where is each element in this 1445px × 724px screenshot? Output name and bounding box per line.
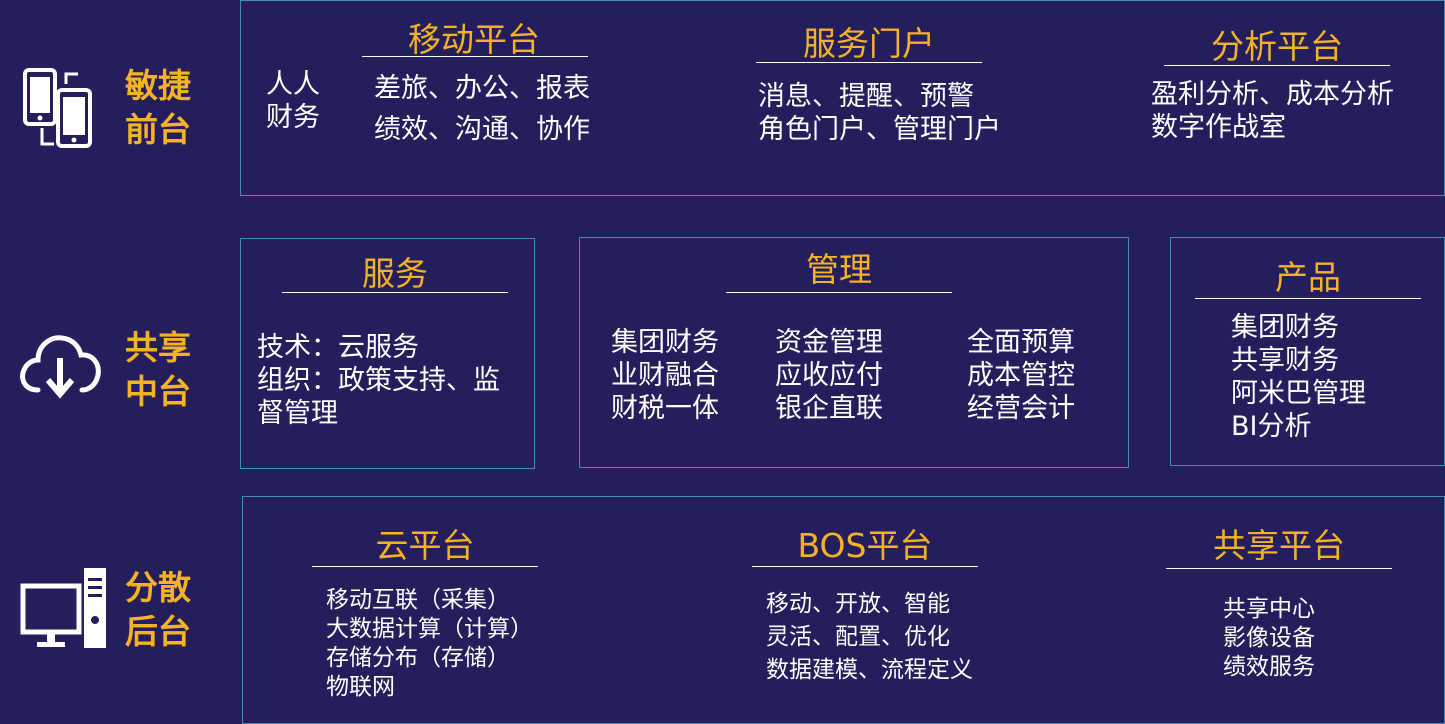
- cloud-platform-items: 移动互联（采集） 大数据计算（计算） 存储分布（存储） 物联网: [326, 587, 533, 700]
- service-portal-title: 服务门户: [803, 24, 935, 63]
- desktop-computer-icon: [20, 566, 110, 656]
- service-portal-items: 消息、提醒、预警 角色门户、管理门户: [758, 81, 1001, 145]
- service-portal-underline: [756, 62, 982, 63]
- analysis-platform-title: 分析平台: [1211, 27, 1343, 66]
- mobile-platform-left: 人人 财务: [266, 69, 320, 133]
- bos-platform-items: 移动、开放、智能 灵活、配置、优化 数据建模、流程定义: [766, 591, 973, 683]
- tier-label-back: 分散 后台: [125, 568, 191, 651]
- cloud-download-icon: [18, 328, 102, 408]
- service-items: 技术：云服务 组织：政策支持、监 督管理: [257, 332, 500, 429]
- management-col2: 资金管理 应收应付 银企直联: [775, 327, 883, 424]
- bos-platform-underline: [752, 566, 978, 567]
- management-col1: 集团财务 业财融合 财税一体: [611, 327, 719, 424]
- service-underline: [282, 292, 508, 293]
- shared-platform-title: 共享平台: [1213, 526, 1345, 565]
- product-items: 集团财务 共享财务 阿米巴管理 BI分析: [1231, 312, 1366, 442]
- shared-platform-items: 共享中心 影像设备 绩效服务: [1223, 596, 1315, 680]
- management-panel: [579, 237, 1129, 468]
- mobile-platform-underline: [362, 56, 588, 57]
- analysis-platform-underline: [1164, 65, 1390, 66]
- mobile-phones-icon: [22, 66, 94, 154]
- management-underline: [726, 292, 952, 293]
- shared-platform-underline: [1166, 568, 1392, 569]
- product-underline: [1195, 298, 1421, 299]
- service-panel: [240, 238, 535, 469]
- tier-label-front: 敏捷 前台: [125, 66, 191, 149]
- management-title: 管理: [806, 250, 872, 289]
- tier-label-middle: 共享 中台: [125, 328, 191, 411]
- cloud-platform-title: 云平台: [375, 526, 475, 565]
- product-title: 产品: [1275, 258, 1341, 297]
- analysis-platform-items: 盈利分析、成本分析 数字作战室: [1151, 79, 1394, 143]
- management-col3: 全面预算 成本管控 经营会计: [967, 327, 1075, 424]
- mobile-platform-title: 移动平台: [408, 20, 540, 59]
- service-title: 服务: [362, 254, 428, 293]
- cloud-platform-underline: [312, 566, 538, 567]
- mobile-platform-items: 差旅、办公、报表 绩效、沟通、协作: [374, 73, 590, 145]
- bos-platform-title: BOS平台: [797, 526, 933, 565]
